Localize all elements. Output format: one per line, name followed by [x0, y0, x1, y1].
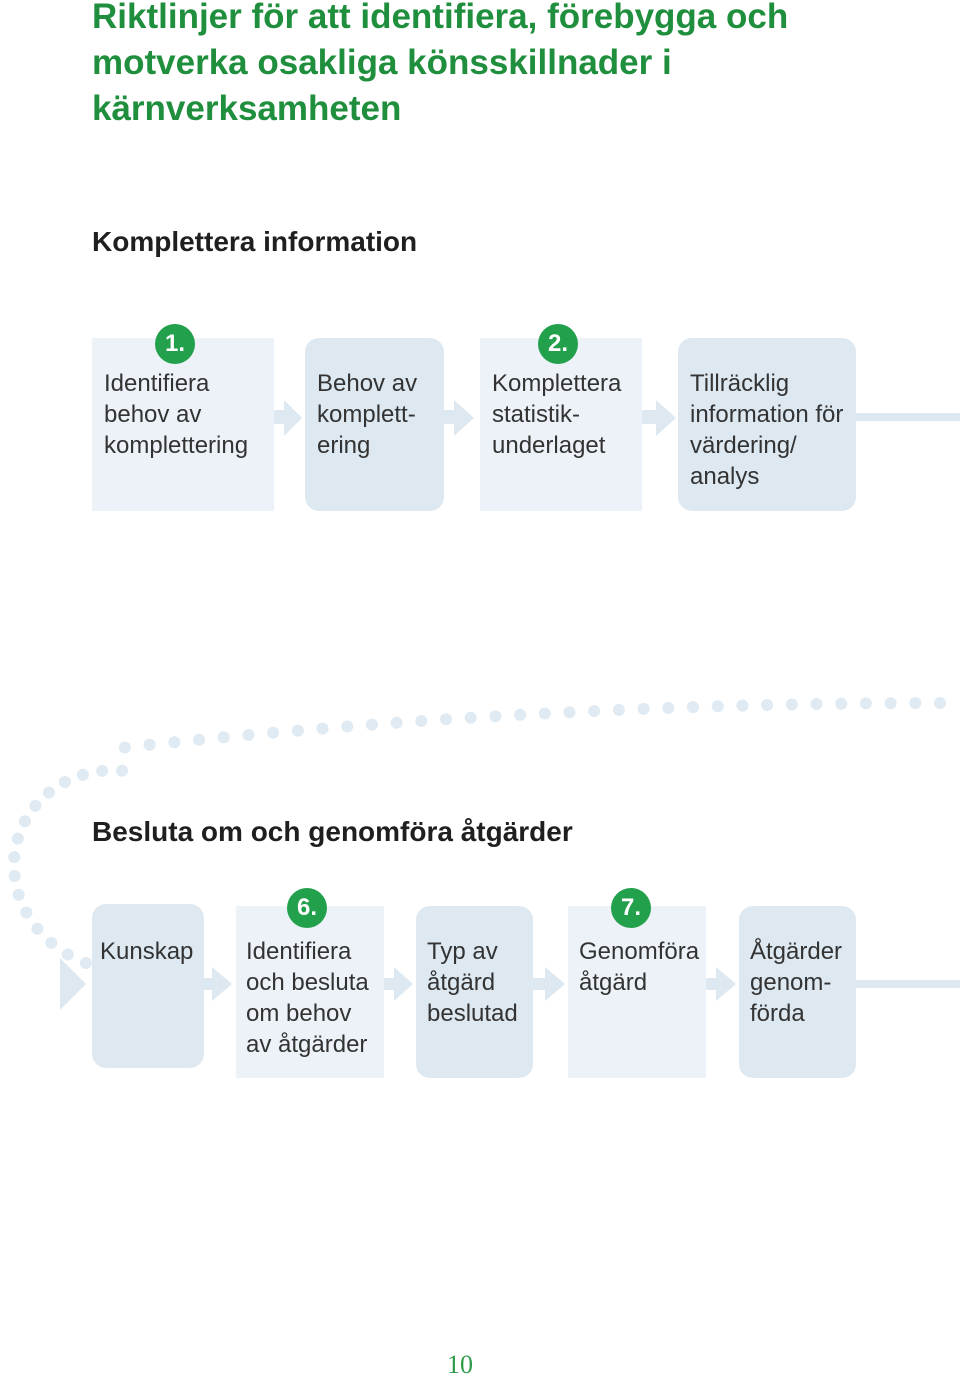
step-implement-measure: Genomföra åtgärd	[568, 906, 706, 1078]
flow-arrow-icon	[656, 400, 676, 436]
path-dot	[365, 718, 378, 731]
path-dot	[934, 697, 946, 709]
step-measure-decided: Typ av åtgärd beslutad	[416, 906, 533, 1078]
path-dot	[341, 720, 354, 733]
path-dot	[18, 815, 31, 828]
path-dot	[291, 724, 304, 737]
path-dot	[415, 715, 428, 727]
step-label: Genomföra åtgärd	[579, 938, 700, 996]
flow-arrow-icon	[454, 400, 474, 436]
path-dot	[711, 700, 724, 713]
step-sufficient-information: Tillräcklig information för värdering/ a…	[678, 338, 856, 511]
step-identify-and-decide: Identifiera och besluta om behov av åtgä…	[236, 906, 384, 1078]
path-dot	[31, 922, 44, 935]
step-complete-statistics: Komplettera statistik-underlaget	[480, 338, 642, 511]
flow-arrow-icon	[545, 967, 565, 1001]
path-dot	[390, 716, 403, 729]
path-dot	[45, 936, 58, 949]
connector-line	[642, 410, 660, 424]
step-label: Identifiera behov av komplettering	[104, 370, 249, 459]
connector-line-exit	[856, 413, 960, 421]
path-dot	[242, 729, 255, 741]
step-label: Typ av åtgärd beslutad	[427, 938, 518, 1027]
path-dot	[12, 888, 25, 901]
section-title-complete-information: Komplettera information	[92, 226, 418, 257]
step-label: Tillräcklig information för värdering/ a…	[690, 370, 844, 490]
path-dot	[884, 697, 897, 710]
path-dot	[8, 851, 21, 864]
step-number-badge: 6.	[287, 888, 327, 928]
path-dot	[58, 776, 71, 788]
path-dot	[116, 764, 129, 777]
flow-arrow-icon	[284, 400, 302, 436]
path-dot	[489, 710, 502, 723]
step-number-badge: 2.	[538, 324, 578, 364]
path-dot	[588, 705, 601, 717]
flow-arrow-icon	[394, 967, 413, 1001]
path-dot	[687, 701, 699, 714]
path-dot	[835, 697, 848, 710]
page-title: Riktlinjer för att identifiera, förebygg…	[92, 0, 789, 128]
path-dot	[563, 706, 576, 719]
step-number-badge: 1.	[155, 324, 195, 364]
path-dot	[316, 722, 329, 735]
path-dot	[76, 768, 89, 781]
path-dot	[168, 736, 181, 749]
step-knowledge: Kunskap	[92, 904, 204, 1068]
path-dot	[96, 764, 109, 777]
path-dot	[61, 948, 74, 961]
flow-arrow-icon	[716, 967, 736, 1001]
step-measures-implemented: Åtgärder genom-förda	[739, 906, 856, 1078]
path-dot	[42, 786, 55, 799]
step-label: Identifiera och besluta om behov av åtgä…	[246, 938, 369, 1058]
step-label: Åtgärder genom-förda	[750, 938, 843, 1027]
path-dot	[736, 699, 749, 712]
path-dot	[464, 711, 477, 724]
step-label: Komplettera statistik-underlaget	[492, 370, 622, 459]
path-dot	[20, 906, 33, 919]
step-label: Behov av komplett-ering	[317, 370, 418, 459]
path-dot	[785, 698, 798, 711]
path-dot	[267, 726, 280, 739]
path-dot	[538, 707, 551, 720]
path-dot	[514, 708, 527, 721]
flow-arrow-icon	[60, 958, 86, 1010]
page-number: 10	[447, 1350, 473, 1379]
section-title-decide-and-implement: Besluta om och genomföra åtgärder	[92, 816, 573, 847]
path-dot	[637, 702, 650, 715]
step-identify-need: Identifiera behov av komplettering	[92, 338, 274, 511]
path-dot	[909, 697, 922, 709]
step-need-of-completion: Behov av komplett-ering	[305, 338, 444, 511]
step-label: Kunskap	[100, 938, 194, 965]
flow-arrow-icon	[212, 967, 232, 1001]
path-dot	[810, 698, 823, 710]
path-dot	[8, 870, 21, 882]
path-dot	[29, 799, 42, 812]
path-dot	[118, 741, 131, 754]
dotted-flow-path	[8, 697, 946, 975]
path-dot	[440, 713, 452, 726]
path-dot	[11, 832, 24, 845]
path-dot	[143, 738, 156, 751]
path-dot	[79, 957, 92, 969]
path-dot	[859, 697, 872, 710]
path-dot	[217, 731, 230, 744]
step-number-badge: 7.	[611, 888, 651, 928]
path-dot	[612, 703, 625, 716]
connector-line-exit	[856, 980, 960, 988]
path-dot	[193, 733, 205, 746]
path-dot	[662, 701, 675, 714]
path-dot	[761, 699, 774, 711]
